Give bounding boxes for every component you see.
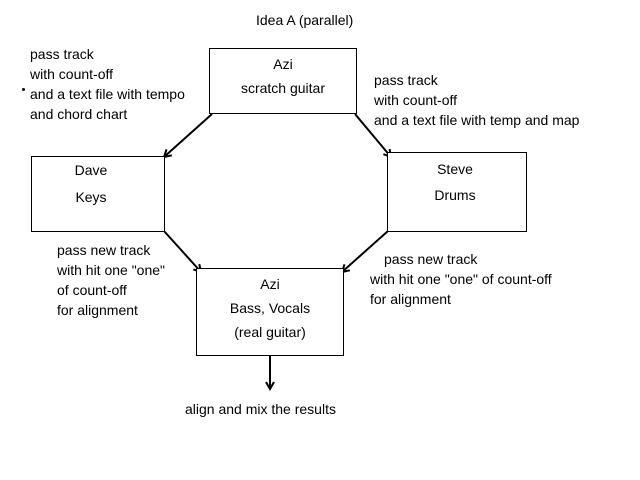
node-steve-drums (387, 152, 527, 232)
label-line: pass track (374, 72, 438, 88)
node-steve-role: Drums (434, 187, 476, 203)
arrow-azi-to-steve (354, 113, 391, 157)
label-line: with hit one "one" (57, 262, 166, 278)
label-line: pass new track (57, 242, 151, 258)
node-azi-bottom-note: (real guitar) (234, 324, 306, 340)
arrow-azi-to-dave (164, 113, 213, 157)
diagram-title: Idea A (parallel) (256, 12, 354, 28)
node-azi-top-name: Azi (273, 56, 293, 72)
label-line: and a text file with tempo (30, 86, 185, 102)
node-azi-bass-vocals (196, 268, 344, 356)
label-line: of count-off (57, 282, 127, 298)
node-dave-role: Keys (75, 189, 107, 205)
label-line: pass new track (384, 251, 478, 267)
label-line: and a text file with temp and map (374, 112, 580, 128)
label-line: for alignment (370, 291, 451, 307)
label-line: with count-off (30, 66, 114, 82)
arrow-steve-to-azi-bottom (342, 230, 389, 272)
label-line: with hit one "one" of count-off (370, 271, 552, 287)
node-azi-bottom-role: Bass, Vocals (229, 300, 311, 316)
arrow-dave-to-azi-bottom (163, 230, 201, 272)
label-line: for alignment (57, 302, 138, 318)
label-line: and chord chart (30, 106, 128, 122)
node-azi-scratch-guitar (209, 48, 357, 114)
label-line: with count-off (374, 92, 458, 108)
node-azi-bottom-name: Azi (260, 276, 280, 292)
node-dave-name: Dave (74, 162, 108, 178)
node-dave-keys (31, 156, 165, 232)
label-line: pass track (30, 46, 94, 62)
stray-dot (22, 88, 25, 91)
node-steve-name: Steve (437, 161, 473, 177)
node-azi-top-role: scratch guitar (240, 80, 326, 96)
label-final: align and mix the results (185, 401, 336, 417)
